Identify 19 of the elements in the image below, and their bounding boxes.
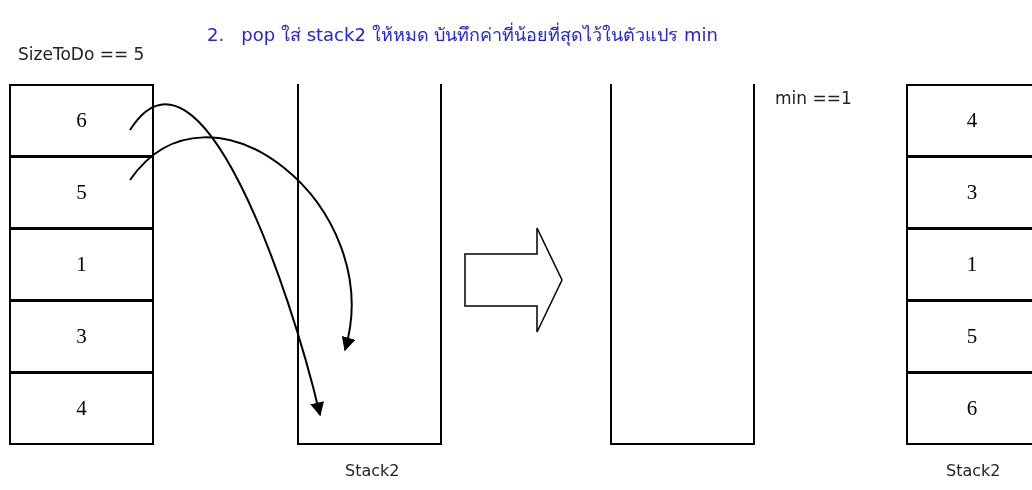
stack-cell: 1 xyxy=(9,228,154,301)
empty-container xyxy=(610,84,755,445)
curved-arrow xyxy=(129,136,355,352)
stack-cell: 4 xyxy=(906,84,1032,157)
title: 2. pop ใส่ stack2 ให้หมด บันทึกค่าที่น้อยที่สุดไว้ในตัวแปร min xyxy=(207,21,718,48)
stack-cell: 1 xyxy=(906,228,1032,301)
stack-cell: 3 xyxy=(906,156,1032,229)
block-arrow xyxy=(464,227,563,333)
stack-cell: 5 xyxy=(9,156,154,229)
text-label: min ==1 xyxy=(775,88,852,108)
curved-arrow xyxy=(129,103,324,417)
text-label: SizeToDo == 5 xyxy=(18,44,145,64)
stack-label: Stack2 xyxy=(946,461,1001,480)
stack-label: Stack2 xyxy=(345,461,400,480)
stack-cell: 4 xyxy=(9,372,154,445)
stack-cell: 6 xyxy=(906,372,1032,445)
stack-cell: 5 xyxy=(906,300,1032,373)
stack-cell: 6 xyxy=(9,84,154,157)
stack-cell: 3 xyxy=(9,300,154,373)
